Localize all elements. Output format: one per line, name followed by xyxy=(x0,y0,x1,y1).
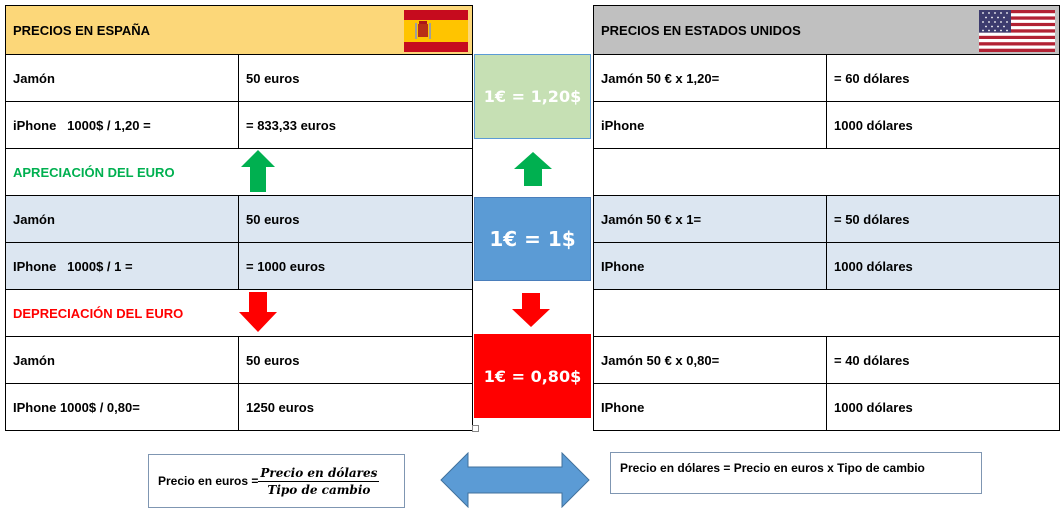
formula-dollars: Precio en dólares = Precio en euros x Ti… xyxy=(620,461,925,475)
rate-box-low: 1€ = 0,80$ xyxy=(474,334,591,418)
usa-price: 1000 dólares xyxy=(826,242,1060,290)
appreciation-label: APRECIACIÓN DEL EURO xyxy=(13,164,175,180)
spain-row: Jamón 50 euros xyxy=(5,195,474,243)
spain-price: = 1000 euros xyxy=(237,242,474,290)
spain-row: iPhone 1000$ / 1,20 = = 833,33 euros xyxy=(5,101,474,149)
usa-spacer-row xyxy=(593,148,1060,196)
formula-fraction: Precio en dólares Tipo de cambio xyxy=(258,465,380,497)
spain-price: = 833,33 euros xyxy=(237,101,474,149)
spain-item: Jamón xyxy=(5,336,239,384)
spain-row: Jamón 50 euros xyxy=(5,54,474,102)
usa-price: = 40 dólares xyxy=(826,336,1060,384)
usa-row: iPhone 1000 dólares xyxy=(593,101,1060,149)
rate-low-label: 1€ = 0,80$ xyxy=(483,366,582,386)
usa-header: PRECIOS EN ESTADOS UNIDOS xyxy=(593,5,1060,55)
euro-price-formula: Precio en euros = Precio en dólares Tipo… xyxy=(148,454,405,508)
usa-row: IPhone 1000 dólares xyxy=(593,383,1060,431)
rate-box-mid: 1€ = 1$ xyxy=(474,197,591,281)
resize-handle xyxy=(472,425,479,432)
spain-row: IPhone 1000$ / 1 = = 1000 euros xyxy=(5,242,474,290)
usa-prices-table: PRECIOS EN ESTADOS UNIDOS xyxy=(593,5,1060,431)
usa-item: Jamón 50 € x 1= xyxy=(593,195,827,243)
formula-euros-prefix: Precio en euros = xyxy=(158,474,259,488)
spain-price: 50 euros xyxy=(237,336,474,384)
dollar-price-formula: Precio en dólares = Precio en euros x Ti… xyxy=(610,452,982,494)
spain-item: IPhone 1000$ / 0,80= xyxy=(5,383,239,431)
usa-spacer-row xyxy=(593,289,1060,337)
red-down-arrow-icon xyxy=(239,292,277,332)
depreciation-label: DEPRECIACIÓN DEL EURO xyxy=(13,305,184,321)
usa-row: Jamón 50 € x 1= = 50 dólares xyxy=(593,195,1060,243)
depreciation-row: DEPRECIACIÓN DEL EURO xyxy=(4,289,474,337)
formula-numerator: Precio en dólares xyxy=(258,465,380,482)
rate-mid-label: 1€ = 1$ xyxy=(489,227,576,251)
spain-item: Jamón xyxy=(5,54,239,102)
spain-price: 50 euros xyxy=(237,54,474,102)
rate-box-high: 1€ = 1,20$ xyxy=(474,54,591,139)
rate-high-label: 1€ = 1,20$ xyxy=(483,87,582,106)
green-up-arrow-icon xyxy=(241,150,275,192)
usa-item: IPhone xyxy=(593,242,827,290)
spain-row: Jamón 50 euros xyxy=(5,336,474,384)
usa-item: iPhone xyxy=(593,101,827,149)
spain-title: PRECIOS EN ESPAÑA xyxy=(13,22,151,38)
usa-item: Jamón 50 € x 0,80= xyxy=(593,336,827,384)
spain-header: PRECIOS EN ESPAÑA xyxy=(4,5,474,55)
usa-price: = 50 dólares xyxy=(826,195,1060,243)
usa-flag-icon xyxy=(979,10,1055,52)
spain-item: iPhone 1000$ / 1,20 = xyxy=(5,101,239,149)
formula-denominator: Tipo de cambio xyxy=(267,482,371,497)
red-down-arrow-icon xyxy=(512,293,550,327)
spain-price: 50 euros xyxy=(237,195,474,243)
usa-title: PRECIOS EN ESTADOS UNIDOS xyxy=(601,22,801,38)
usa-price: = 60 dólares xyxy=(826,54,1060,102)
usa-row: IPhone 1000 dólares xyxy=(593,242,1060,290)
spain-price: 1250 euros xyxy=(237,383,474,431)
spain-flag-icon xyxy=(404,10,469,52)
appreciation-row: APRECIACIÓN DEL EURO xyxy=(4,148,474,196)
usa-price: 1000 dólares xyxy=(826,383,1060,431)
double-arrow-icon xyxy=(440,452,590,508)
usa-row: Jamón 50 € x 1,20= = 60 dólares xyxy=(593,54,1060,102)
usa-item: Jamón 50 € x 1,20= xyxy=(593,54,827,102)
usa-item: IPhone xyxy=(593,383,827,431)
usa-row: Jamón 50 € x 0,80= = 40 dólares xyxy=(593,336,1060,384)
spain-row: IPhone 1000$ / 0,80= 1250 euros xyxy=(5,383,474,431)
spain-item: Jamón xyxy=(5,195,239,243)
spain-prices-table: PRECIOS EN ESPAÑA Jamón 50 euros iPhone … xyxy=(4,5,474,431)
spain-item: IPhone 1000$ / 1 = xyxy=(5,242,239,290)
green-up-arrow-icon xyxy=(514,152,552,186)
usa-price: 1000 dólares xyxy=(826,101,1060,149)
